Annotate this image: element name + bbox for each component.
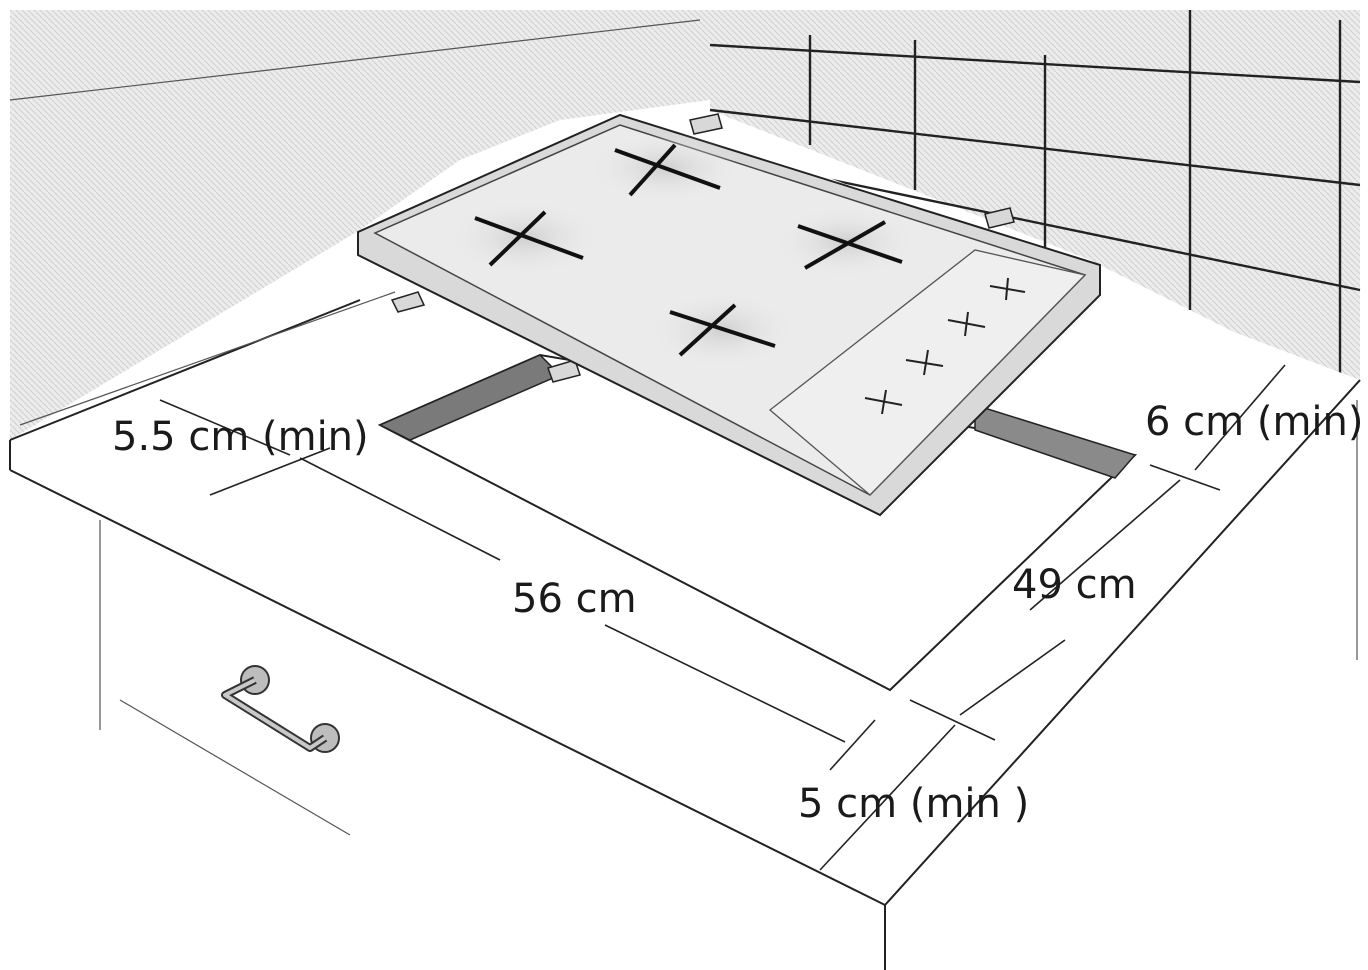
small-cross-knob-icon (864, 389, 903, 415)
tile-grout-lines (709, 10, 1361, 375)
small-cross-knob-icon (947, 311, 986, 337)
cutout-depth-label: 49 cm (1012, 562, 1137, 608)
cabinet-front (99, 400, 1358, 836)
dimension-labels: 5.5 cm (min) 6 cm (min) 56 cm 49 cm 5 cm… (112, 399, 1363, 827)
bar-handle-icon (221, 665, 340, 753)
back-wall (9, 10, 710, 440)
burners (450, 133, 915, 368)
tiled-wall (709, 10, 1361, 390)
mounting-clips (390, 113, 1015, 383)
hob (357, 113, 1101, 517)
left-margin-label: 5.5 cm (min) (112, 414, 369, 460)
front-margin-label: 5 cm (min ) (798, 781, 1029, 827)
small-cross-knob-icon (905, 349, 944, 376)
dimension-lines (159, 364, 1286, 871)
control-knobs (864, 277, 1026, 415)
cross-burner-icon (650, 292, 794, 368)
cutout-width-label: 56 cm (512, 576, 637, 622)
cross-burner-icon (775, 206, 915, 278)
control-panel (768, 249, 1087, 496)
cross-burner-icon (450, 200, 600, 276)
cross-burner-icon (590, 133, 740, 203)
back-margin-label: 6 cm (min) (1145, 399, 1363, 445)
small-cross-knob-icon (989, 277, 1026, 301)
